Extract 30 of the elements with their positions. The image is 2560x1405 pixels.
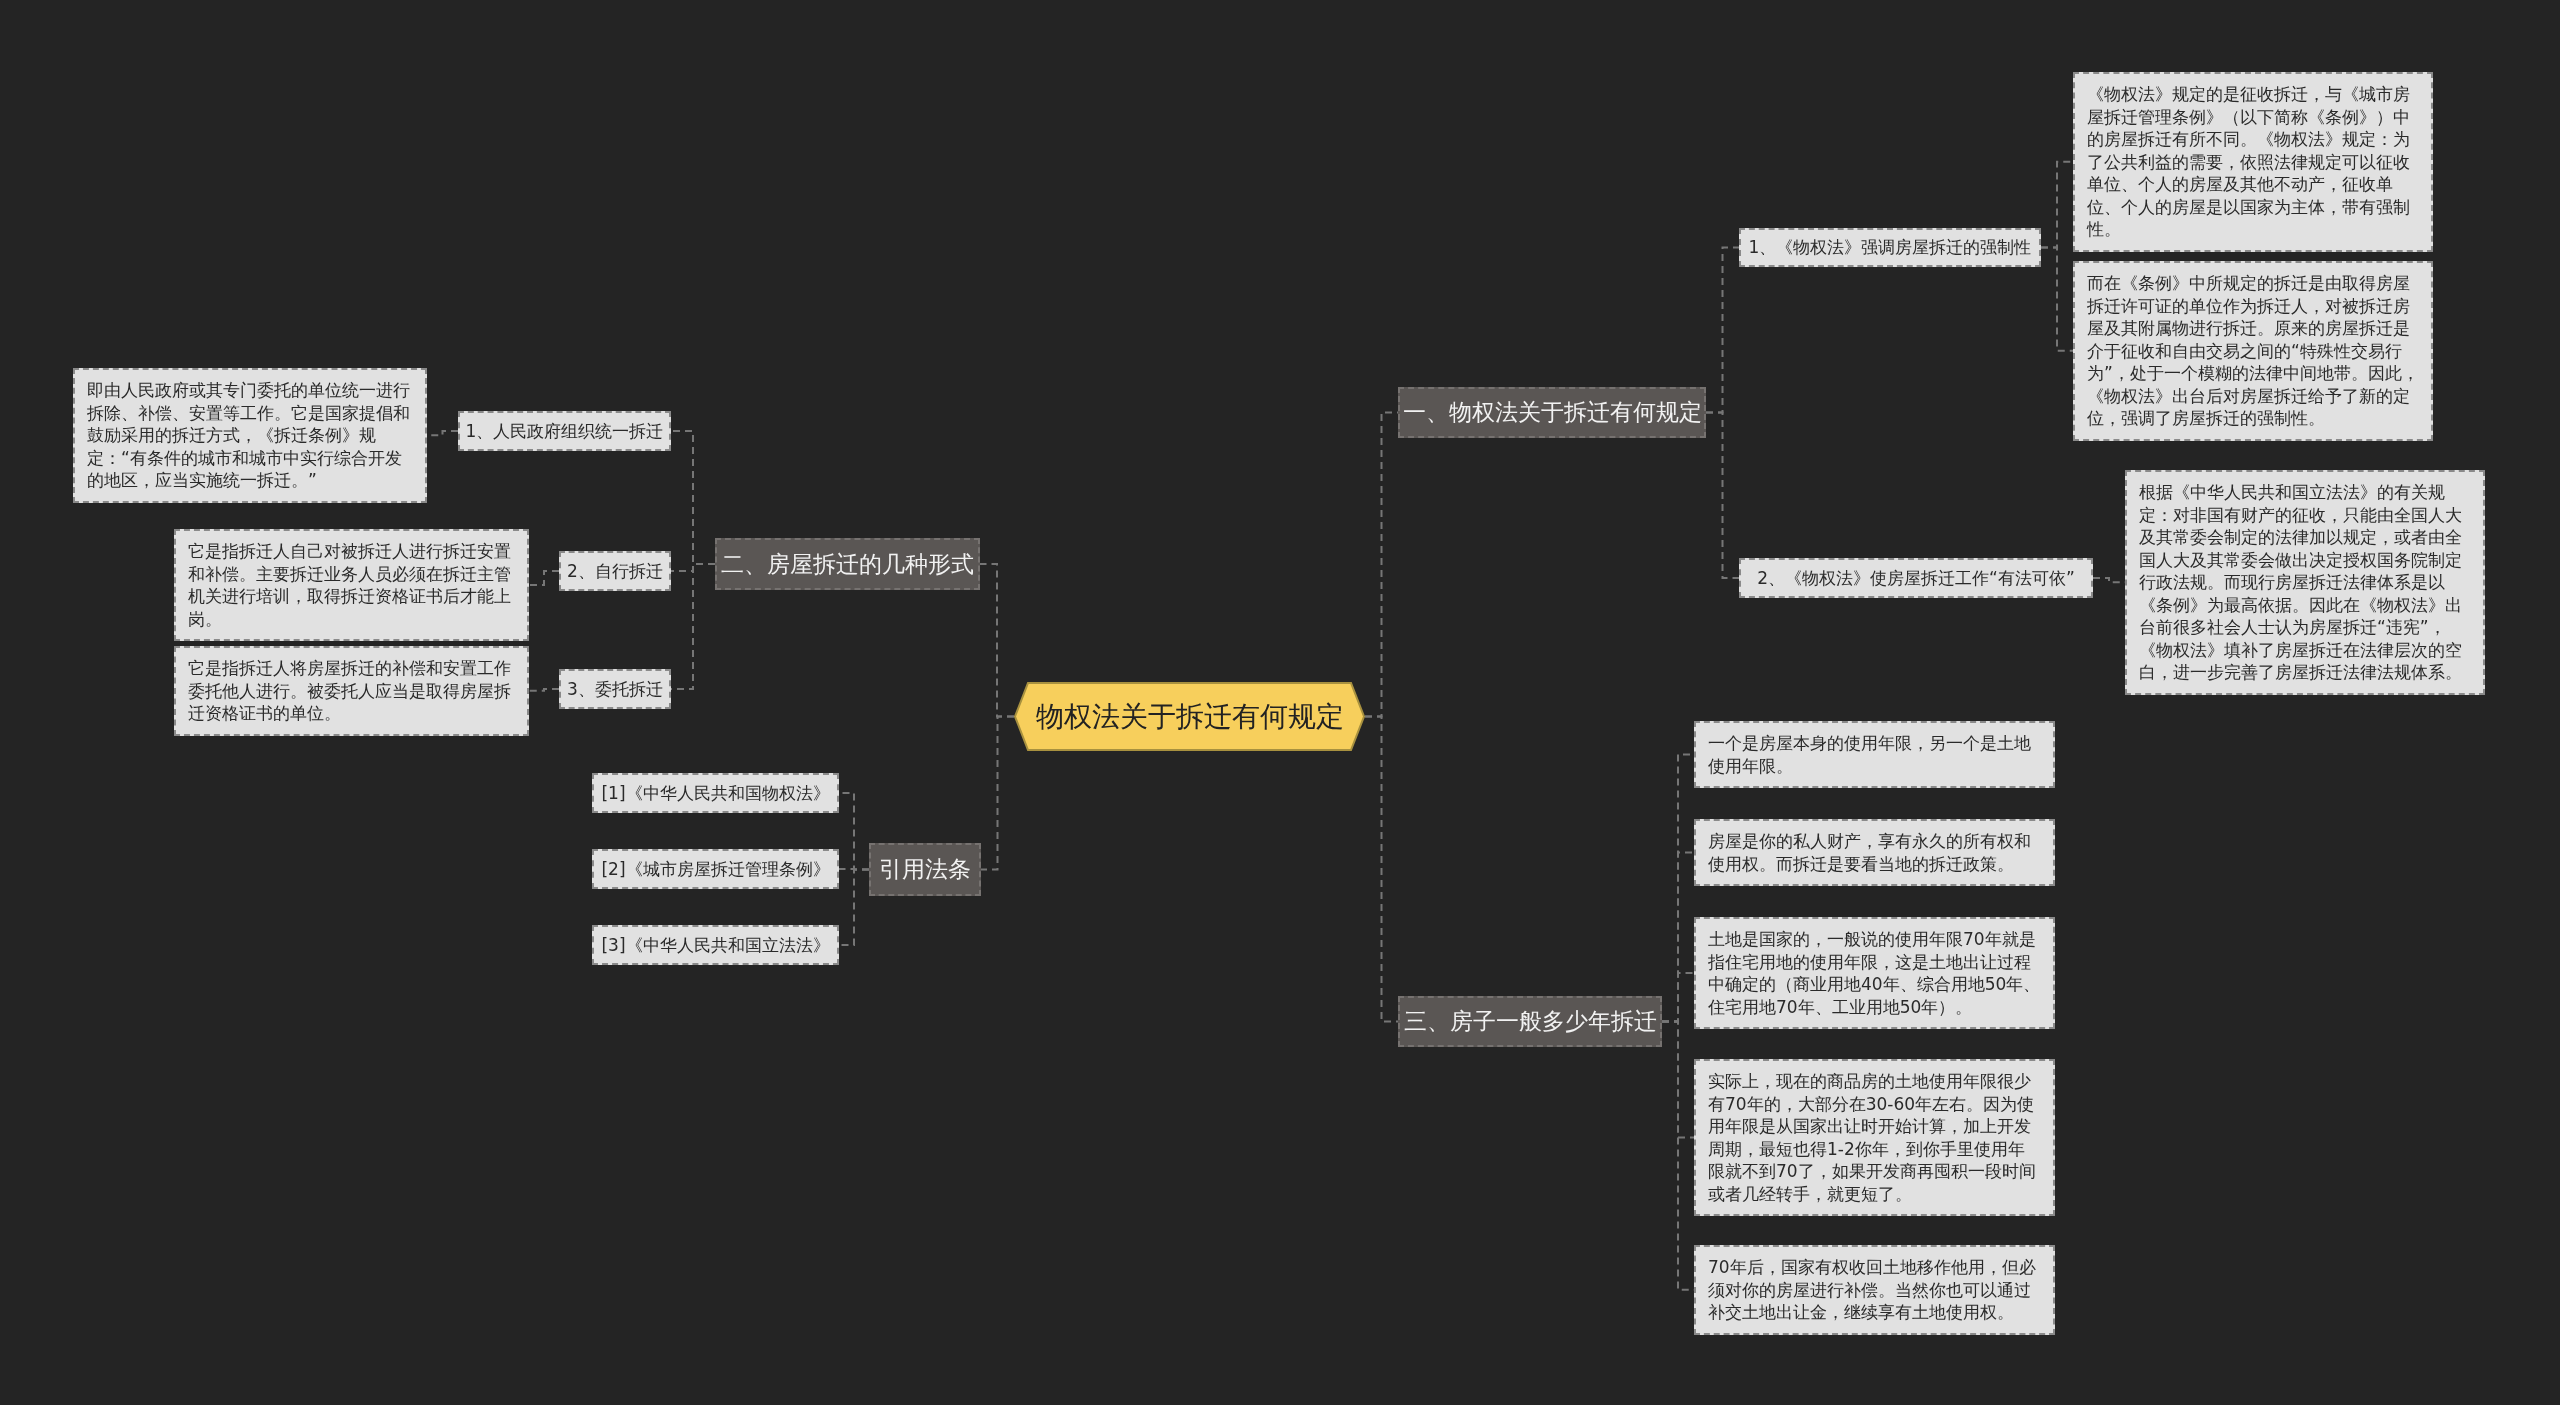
connector-line [1705, 411, 1740, 579]
central-topic: 物权法关于拆迁有何规定 [1014, 682, 1365, 751]
subtopic-box: 1、《物权法》强调房屋拆迁的强制性 [1739, 228, 2041, 267]
branch-topic: 三、房子一般多少年拆迁 [1398, 996, 1662, 1047]
connector-line [528, 688, 560, 692]
subtopic-box: [1]《中华人民共和国物权法》 [592, 773, 839, 813]
connector-line [528, 570, 560, 586]
branch-topic: 一、物权法关于拆迁有何规定 [1398, 387, 1706, 438]
note-box: 《物权法》规定的是征收拆迁，与《城市房屋拆迁管理条例》（以下简称《条例》）中的房屋拆迁有所不同。《物权法》规定：为了公共利益的需要，依照法律规定可以征收单位、个人的房屋及其他不动产，征收单位、个人的房屋是以国家为主体，带有强制性。 [2073, 72, 2433, 252]
subtopic-box: 2、自行拆迁 [559, 551, 671, 591]
note-box: 房屋是你的私人财产，享有永久的所有权和使用权。而拆迁是要看当地的拆迁政策。 [1694, 819, 2055, 886]
note-box: 一个是房屋本身的使用年限，另一个是土地使用年限。 [1694, 721, 2055, 788]
note-box: 它是指拆迁人自己对被拆迁人进行拆迁安置和补偿。主要拆迁业务人员必须在拆迁主管机关进行培训，取得拆迁资格证书后才能上岗。 [174, 529, 529, 641]
branch-topic: 二、房屋拆迁的几种形式 [715, 538, 980, 590]
note-box: 根据《中华人民共和国立法法》的有关规定：对非国有财产的征收，只能由全国人大及其常委会制定的法律加以规定，或者由全国人大及其常委会做出决定授权国务院制定行政法规。而现行房屋拆迁法律体系是以《条例》为最高依据。因此在《物权法》出台前很多社会人士认为房屋拆迁“违宪”，《物权法》填补了房屋拆迁在法律层次的空白，进一步完善了房屋拆迁法律法规体系。 [2125, 470, 2485, 695]
connector-line [980, 715, 1015, 871]
subtopic-box: 3、委托拆迁 [559, 669, 671, 709]
note-box: 70年后，国家有权收回土地移作他用，但必须对你的房屋进行补偿。当然你也可以通过补交土地出让金，继续享有土地使用权。 [1694, 1245, 2055, 1335]
note-box: 实际上，现在的商品房的土地使用年限很少有70年的，大部分在30-60年左右。因为使用年限是从国家出让时开始计算，加上开发周期，最短也得1-2你年，到你手里使用年限就不到70了，如果开发商再囤积一段时间或者几经转手，就更短了。 [1694, 1059, 2055, 1216]
connector-line [1364, 715, 1399, 1023]
note-box: 它是指拆迁人将房屋拆迁的补偿和安置工作委托他人进行。被委托人应当是取得房屋拆迁资格证书的单位。 [174, 646, 529, 736]
connector-line [2040, 246, 2074, 352]
note-box: 即由人民政府或其专门委托的单位统一进行拆除、补偿、安置等工作。它是国家提倡和鼓励采用的拆迁方式，《拆迁条例》规定：“有条件的城市和城市中实行综合开发的地区，应当实施统一拆迁。” [73, 368, 427, 503]
subtopic-box: 1、人民政府组织统一拆迁 [458, 411, 671, 451]
note-box: 而在《条例》中所规定的拆迁是由取得房屋拆迁许可证的单位作为拆迁人，对被拆迁房屋及其附属物进行拆迁。原来的房屋拆迁是介于征收和自由交易之间的“特殊性交易行为”，处于一个模糊的法律中间地带。因此，《物权法》出台后对房屋拆迁给予了新的定位，强调了房屋拆迁的强制性。 [2073, 261, 2433, 441]
branch-topic: 引用法条 [869, 843, 981, 896]
note-box: 土地是国家的，一般说的使用年限70年就是指住宅用地的使用年限，这是土地出让过程中确定的（商业用地40年、综合用地50年、住宅用地70年、工业用地50年）。 [1694, 917, 2055, 1029]
subtopic-box: [3]《中华人民共和国立法法》 [592, 925, 839, 965]
subtopic-box: 2、《物权法》使房屋拆迁工作“有法可依” [1739, 558, 2093, 598]
subtopic-box: [2]《城市房屋拆迁管理条例》 [592, 849, 839, 889]
